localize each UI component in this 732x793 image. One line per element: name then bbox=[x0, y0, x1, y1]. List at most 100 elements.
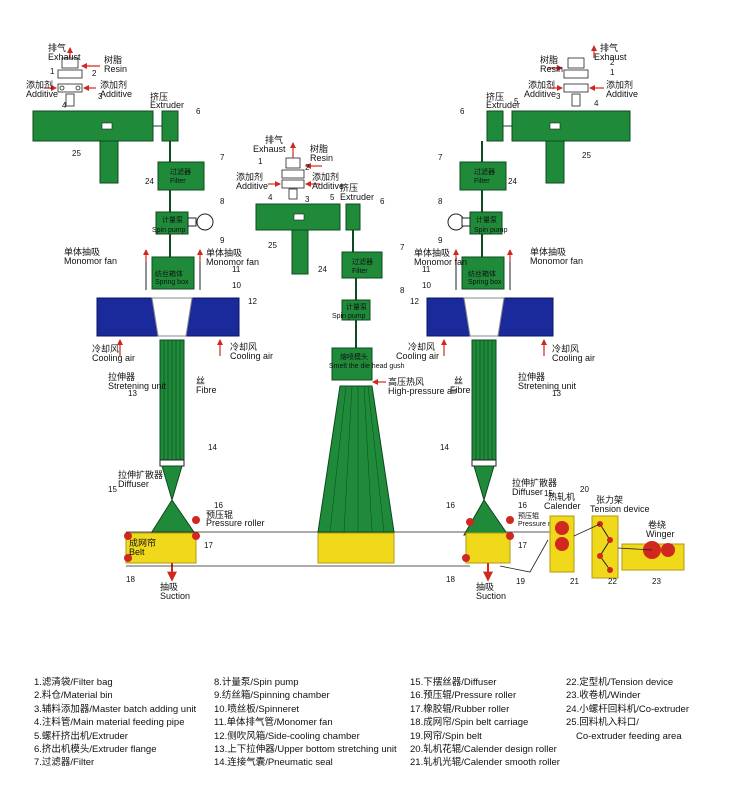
right-monomor2-cn: 单体抽吸 bbox=[530, 246, 566, 257]
legend-item: 1.滤清袋/Filter bag bbox=[34, 677, 113, 688]
right-suction-en: Suction bbox=[476, 591, 506, 601]
left-extruder-flange bbox=[161, 110, 179, 142]
svg-text:24: 24 bbox=[145, 177, 154, 186]
center-exhaust-cn: 排气 bbox=[265, 134, 283, 145]
svg-text:15: 15 bbox=[108, 485, 117, 494]
right-spunbond-line: 排气 Exhaust 树脂 Resin 添加剂 Additive 添加剂 Add… bbox=[396, 42, 685, 601]
center-additive1-cn: 添加剂 bbox=[236, 171, 263, 182]
left-additive2-en: Additive bbox=[100, 89, 132, 99]
right-pressroll-cn: 预压辊 bbox=[518, 511, 539, 520]
calender-cn: 热轧机 bbox=[548, 491, 575, 502]
svg-text:8: 8 bbox=[400, 286, 405, 295]
right-filter-cn: 过滤器 bbox=[474, 167, 495, 176]
svg-text:17: 17 bbox=[204, 541, 213, 550]
center-extruder-en: Extruder bbox=[340, 192, 374, 202]
legend-col-3: 15.下摆丝器/Diffuser 16.预压辊/Pressure roller … bbox=[410, 676, 560, 770]
left-monomor1-en: Monomor fan bbox=[64, 256, 117, 266]
left-exhaust-en: Exhaust bbox=[48, 52, 81, 62]
svg-text:7: 7 bbox=[438, 153, 443, 162]
svg-text:16: 16 bbox=[214, 501, 223, 510]
legend-item: Co-extruder feeding area bbox=[576, 730, 682, 742]
right-cool2-cn: 冷却风 bbox=[552, 343, 579, 354]
left-spinbox-cn: 纺丝箱体 bbox=[155, 269, 183, 278]
left-stretch-cn: 拉伸器 bbox=[108, 371, 135, 382]
svg-text:11: 11 bbox=[422, 265, 431, 274]
center-hpair-cn: 高压热风 bbox=[388, 376, 424, 387]
svg-text:25: 25 bbox=[582, 151, 591, 160]
legend-item: 20.轧机花辊/Calender design roller bbox=[410, 743, 557, 755]
left-cool2-cn: 冷却风 bbox=[230, 341, 257, 352]
svg-text:18: 18 bbox=[446, 575, 455, 584]
left-cool1-cn: 冷却风 bbox=[92, 343, 119, 354]
legend-item: 24.小螺杆回料机/Co-extruder bbox=[566, 703, 690, 715]
right-extruder-en: Extruder bbox=[486, 100, 520, 110]
svg-text:5: 5 bbox=[514, 97, 519, 106]
right-spinbox-en: Spring box bbox=[468, 279, 502, 286]
right-additive1-cn: 添加剂 bbox=[528, 79, 555, 90]
right-monomor2-en: Monomor fan bbox=[530, 256, 583, 266]
left-monomor1-cn: 单体抽吸 bbox=[64, 246, 100, 257]
legend-item: 22.定型机/Tension device bbox=[566, 677, 674, 688]
right-stretch-en: Stretening unit bbox=[518, 381, 577, 391]
svg-text:1: 1 bbox=[50, 67, 55, 76]
legend-col-1: 1.滤清袋/Filter bag 2.料仓/Material bin 3.辅料添… bbox=[34, 676, 196, 770]
svg-text:6: 6 bbox=[380, 197, 385, 206]
left-monomor2-en: Monomor fan bbox=[206, 257, 259, 267]
legend: 1.滤清袋/Filter bag 2.料仓/Material bin 3.辅料添… bbox=[34, 676, 724, 786]
svg-text:23: 23 bbox=[652, 577, 661, 586]
legend-item: 25.回料机入料口/ bbox=[566, 717, 639, 729]
right-spinbox-cn: 纺丝箱体 bbox=[468, 269, 496, 278]
svg-text:7: 7 bbox=[220, 153, 225, 162]
right-additive2-en: Additive bbox=[606, 89, 638, 99]
legend-col-2: 8.计量泵/Spin pump 9.纺丝箱/Spinning chamber 1… bbox=[214, 676, 397, 770]
svg-text:9: 9 bbox=[438, 236, 443, 245]
winder-en: Winger bbox=[646, 529, 675, 539]
legend-item: 16.预压辊/Pressure roller bbox=[410, 690, 517, 702]
tension-en: Tension device bbox=[590, 504, 650, 514]
svg-text:24: 24 bbox=[508, 177, 517, 186]
svg-text:10: 10 bbox=[422, 281, 431, 290]
right-extruder bbox=[511, 110, 631, 142]
left-co-extruder bbox=[99, 140, 119, 184]
left-stretch-en: Stretening unit bbox=[108, 381, 167, 391]
center-co-extruder bbox=[291, 229, 309, 275]
left-spunbond-line: 排气 Exhaust 树脂 Resin 添加剂 Additive 添加剂 Add… bbox=[26, 42, 273, 601]
legend-item: 21.轧机光辊/Calender smooth roller bbox=[410, 757, 560, 769]
center-suction-box bbox=[317, 532, 395, 564]
svg-text:12: 12 bbox=[410, 297, 419, 306]
left-hopper bbox=[57, 57, 83, 107]
center-filter-cn: 过滤器 bbox=[352, 257, 373, 266]
left-additive-cn: 添加剂 bbox=[26, 79, 53, 90]
right-fibre-en: Fibre bbox=[450, 385, 471, 395]
left-spinbox-en: Spring box bbox=[155, 279, 189, 286]
svg-text:25: 25 bbox=[268, 241, 277, 250]
left-extruder bbox=[32, 110, 154, 142]
legend-item: 2.料仓/Material bin bbox=[34, 690, 113, 702]
center-meltblown-line: 排气 Exhaust 树脂 Resin 添加剂 Additive 添加剂 Add… bbox=[236, 134, 457, 564]
legend-item: 23.收卷机/Winder bbox=[566, 690, 641, 702]
right-monomor1-cn: 单体抽吸 bbox=[414, 247, 450, 258]
svg-text:20: 20 bbox=[580, 485, 589, 494]
right-filter bbox=[459, 161, 507, 191]
left-extruder-en: Extruder bbox=[150, 100, 184, 110]
svg-text:14: 14 bbox=[208, 443, 217, 452]
left-suction-cn: 抽吸 bbox=[160, 581, 178, 592]
center-filter bbox=[341, 251, 383, 279]
right-pump-cn: 计量泵 bbox=[476, 215, 497, 224]
left-filter-cn: 过滤器 bbox=[170, 167, 191, 176]
svg-text:7: 7 bbox=[400, 243, 405, 252]
svg-text:2: 2 bbox=[92, 69, 97, 78]
center-melt-die bbox=[331, 347, 373, 381]
right-extruder-flange bbox=[486, 110, 504, 142]
center-extruder-cn: 挤压 bbox=[340, 182, 358, 193]
svg-text:4: 4 bbox=[268, 193, 273, 202]
center-additive2-cn: 添加剂 bbox=[312, 171, 339, 182]
svg-text:6: 6 bbox=[196, 107, 201, 116]
right-diffuser-en: Diffuser bbox=[512, 487, 543, 497]
svg-text:18: 18 bbox=[126, 575, 135, 584]
calender-en: Calender bbox=[544, 501, 581, 511]
tension-cn: 张力架 bbox=[596, 494, 623, 505]
legend-item: 9.纺丝箱/Spinning chamber bbox=[214, 690, 330, 702]
svg-text:10: 10 bbox=[232, 281, 241, 290]
svg-text:16: 16 bbox=[518, 501, 527, 510]
